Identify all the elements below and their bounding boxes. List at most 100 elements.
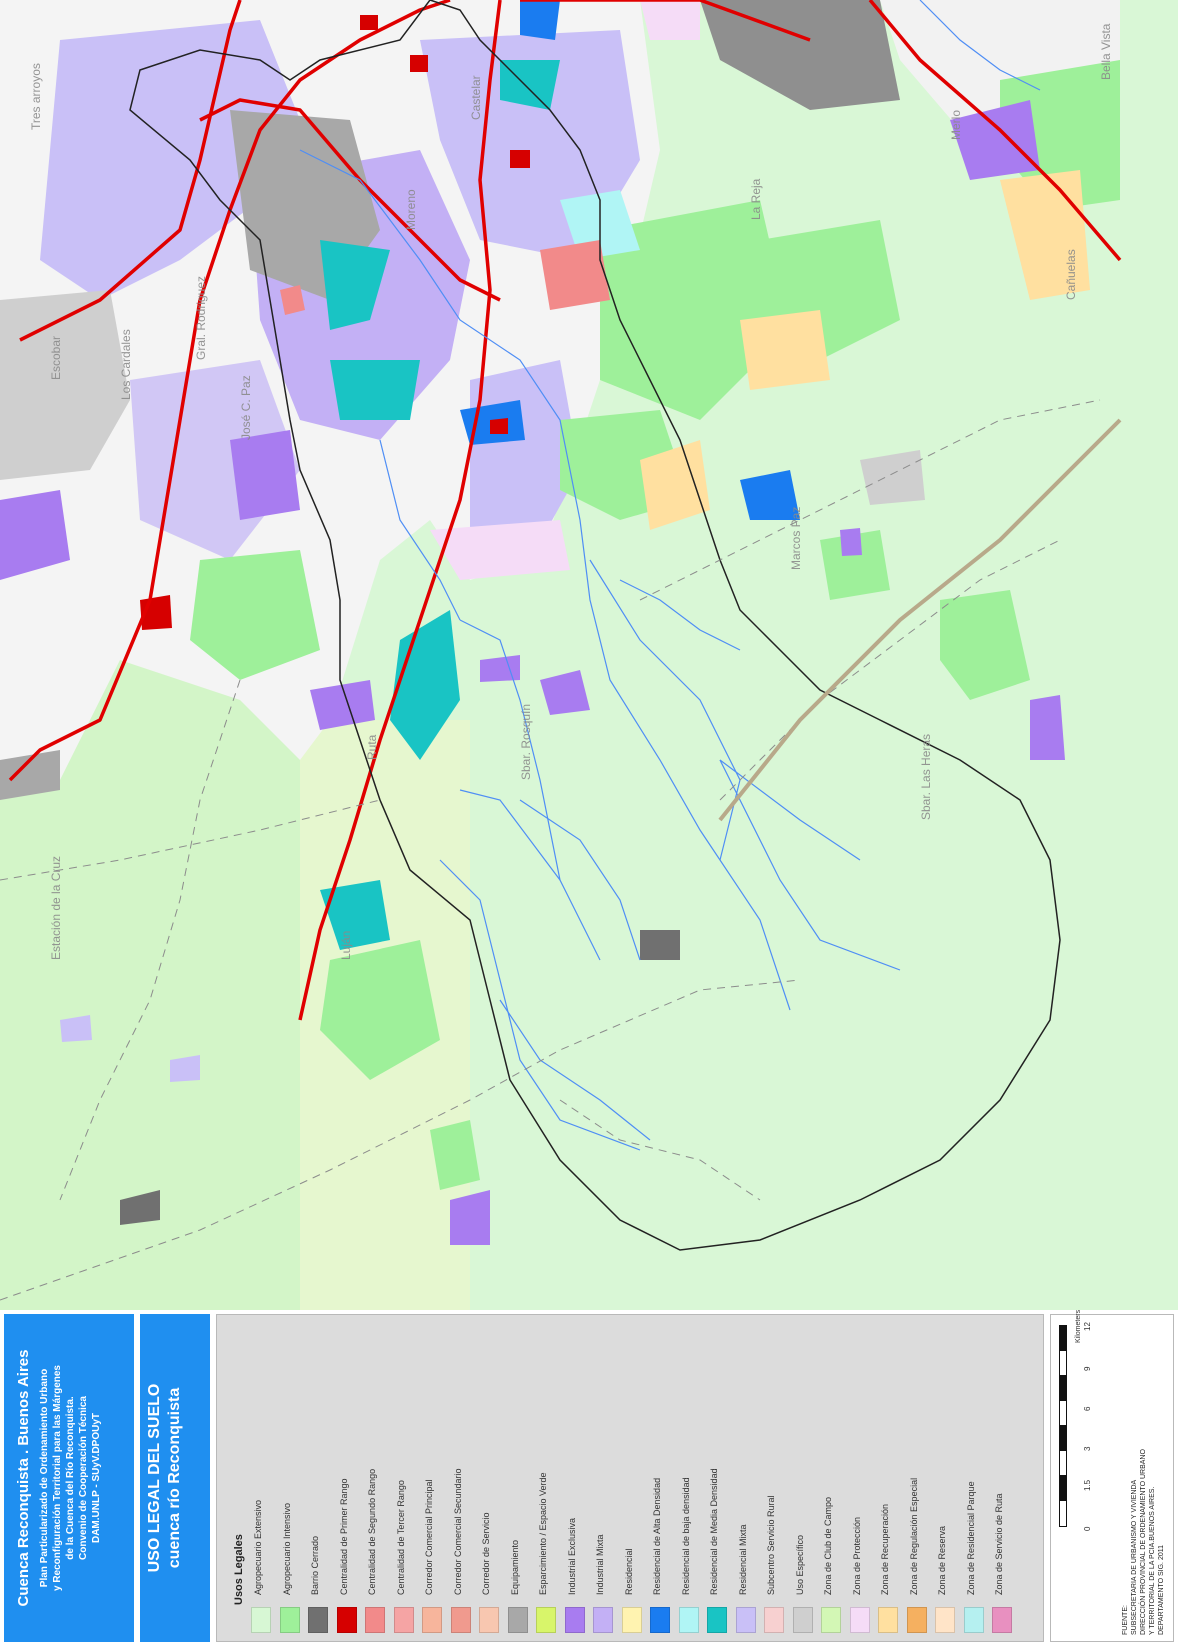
- legend-swatch: [308, 1607, 328, 1633]
- rivers: [299, 0, 1041, 1151]
- subject-subtitle: cuenca río Reconquista: [166, 1387, 183, 1569]
- legend-item: Esparcimiento / Espacio Verde: [534, 1315, 558, 1643]
- scale-tick-label: 9: [1083, 1366, 1092, 1371]
- legend-swatch: [764, 1607, 784, 1633]
- legend-swatch: [792, 1607, 813, 1633]
- legend-swatch: [621, 1607, 642, 1633]
- legend-item: Equipamiento: [506, 1315, 530, 1643]
- label-lujan: Luján: [339, 931, 353, 960]
- legend-label: Zona de Club de Campo: [823, 1496, 833, 1595]
- legend-swatch: [251, 1607, 271, 1633]
- legend-item: Zona de Residencial Parque: [962, 1315, 986, 1643]
- map-area[interactable]: Estación de la Cruz Los Cardales Sbar. R…: [0, 0, 1178, 1311]
- legend-item: Residencial: [620, 1315, 644, 1643]
- legend-label: Residencial Mixta: [737, 1524, 748, 1595]
- legend-item: Corredor Comercial Principal: [420, 1315, 444, 1643]
- source-line-1: FUENTE:: [1122, 1605, 1129, 1635]
- legend-label: Agropecuario Extensivo: [253, 1499, 263, 1595]
- legend-swatch: [707, 1607, 727, 1633]
- legend-label: Residencial: [623, 1548, 634, 1595]
- scale-unit: Kilometers: [1075, 1309, 1082, 1343]
- legend-label: Zona de Regulación Especial: [908, 1477, 919, 1595]
- label-arroyo-las-heras: Sbar. Las Heras: [919, 734, 933, 820]
- legend-swatch: [279, 1607, 300, 1633]
- legend-swatch: [678, 1607, 699, 1633]
- title-line-3: de la Cuenca del Río Reconquista.: [65, 1396, 76, 1560]
- legend-swatch: [849, 1607, 870, 1633]
- legend-item: Zona de Club de Campo: [819, 1315, 843, 1643]
- label-ruta: Ruta: [365, 734, 379, 760]
- urban-land-use: [0, 0, 1120, 1245]
- legend-label: Corredor de Servicio: [481, 1512, 491, 1595]
- legend-item: Zona de Regulación Especial: [905, 1315, 929, 1643]
- legend-item: Uso Específico: [791, 1315, 815, 1643]
- scale-segment: [1059, 1425, 1067, 1452]
- legend-label: Industrial Exclusiva: [566, 1517, 577, 1595]
- legend-item: Industrial Exclusiva: [563, 1315, 587, 1643]
- scale-segment: [1059, 1450, 1067, 1477]
- legend-swatch: [735, 1607, 756, 1633]
- legend-swatch: [507, 1607, 528, 1633]
- label-marcos-paz: Marcos Paz: [789, 507, 803, 570]
- legend-label: Zona de Residencial Parque: [965, 1481, 976, 1595]
- legend-swatch: [906, 1607, 927, 1633]
- legend-item: Residencial Mixta: [734, 1315, 758, 1643]
- railway-line: [718, 418, 1122, 822]
- legend-swatch: [650, 1607, 670, 1633]
- label-moreno: Moreno: [404, 189, 418, 230]
- legend-label: Industrial Mixta: [595, 1534, 605, 1595]
- label-escobar: Escobar: [49, 336, 63, 380]
- label-castelar: Castelar: [469, 75, 483, 120]
- legend-swatch: [963, 1607, 984, 1633]
- source-line-3: DIRECCIÓN PROVINCIAL DE ORDENAMIENTO URB…: [1140, 1449, 1147, 1635]
- subject-title: USO LEGAL DEL SUELO: [146, 1383, 163, 1573]
- label-la-reja: La Reja: [749, 178, 763, 220]
- legend-label: Corredor Comercial Principal: [424, 1479, 434, 1595]
- source-line-2: SUBSECRETARIA DE URBANISMO Y VIVIENDA: [1131, 1479, 1138, 1635]
- label-arroyo-rosquin: Sbar. Rosquín: [519, 704, 533, 780]
- source-line-5: DEPARTAMENTO SIG. 2011: [1158, 1545, 1165, 1635]
- legend-label: Esparcimiento / Espacio Verde: [538, 1472, 548, 1595]
- legend-swatch: [564, 1607, 585, 1633]
- label-canuelas: Cañuelas: [1064, 249, 1078, 300]
- legend-item: Zona de Servicio de Ruta: [990, 1315, 1014, 1643]
- legend-item: Residencial de Alta Densidad: [648, 1315, 672, 1643]
- title-line-5: DAM.UNLP - SUyV.DPOUyT: [91, 1412, 102, 1544]
- label-jose-c-paz: José C. Paz: [239, 375, 253, 440]
- legend-item: Zona de Reserva: [933, 1315, 957, 1643]
- scale-tick-label: 6: [1083, 1406, 1092, 1411]
- label-tres-arroyos: Tres arroyos: [29, 63, 43, 130]
- source-note: FUENTE: SUBSECRETARIA DE URBANISMO Y VIV…: [1121, 1335, 1166, 1635]
- legend-label: Corredor Comercial Secundario: [452, 1468, 463, 1595]
- legend-label: Subcentro Servicio Rural: [766, 1495, 776, 1595]
- legend-item: Subcentro Servicio Rural: [762, 1315, 786, 1643]
- legend-swatch: [821, 1607, 841, 1633]
- label-bella-vista: Bella Vista: [1099, 23, 1113, 80]
- legend-label: Residencial de Media Densidad: [709, 1468, 719, 1595]
- scale-tick-label: 0: [1083, 1526, 1092, 1531]
- legend-swatch: [479, 1607, 499, 1633]
- scale-segment: [1059, 1375, 1067, 1402]
- map-place-labels: Estación de la Cruz Los Cardales Sbar. R…: [29, 23, 1113, 960]
- source-line-4: Y TERRITORIAL DE LA PCIA.BUENOS AIRES.: [1149, 1486, 1156, 1635]
- legend-heading: Usos Legales: [233, 1534, 245, 1605]
- scale-segment: [1059, 1325, 1067, 1352]
- legend-label: Centralidad de Segundo Rango: [367, 1468, 377, 1595]
- legend-label: Residencial de Alta Densidad: [652, 1477, 662, 1595]
- legend-swatch: [450, 1607, 471, 1633]
- title-block: Cuenca Reconquista . Buenos Aires Plan P…: [4, 1314, 134, 1642]
- scale-tick-label: 1.5: [1083, 1479, 1092, 1491]
- legend-swatch: [336, 1607, 357, 1633]
- legend-item: Centralidad de Segundo Rango: [363, 1315, 387, 1643]
- legend-swatch: [422, 1607, 442, 1633]
- scale-tick-label: 3: [1083, 1446, 1092, 1451]
- legend-item: Corredor de Servicio: [477, 1315, 501, 1643]
- scale-segment: [1059, 1400, 1067, 1427]
- legend-swatch: [593, 1607, 613, 1633]
- legend-swatch: [393, 1607, 414, 1633]
- scale-segment: [1059, 1475, 1067, 1502]
- basin-boundary: [129, 0, 1061, 1251]
- legend-item: Zona de Recuperación: [876, 1315, 900, 1643]
